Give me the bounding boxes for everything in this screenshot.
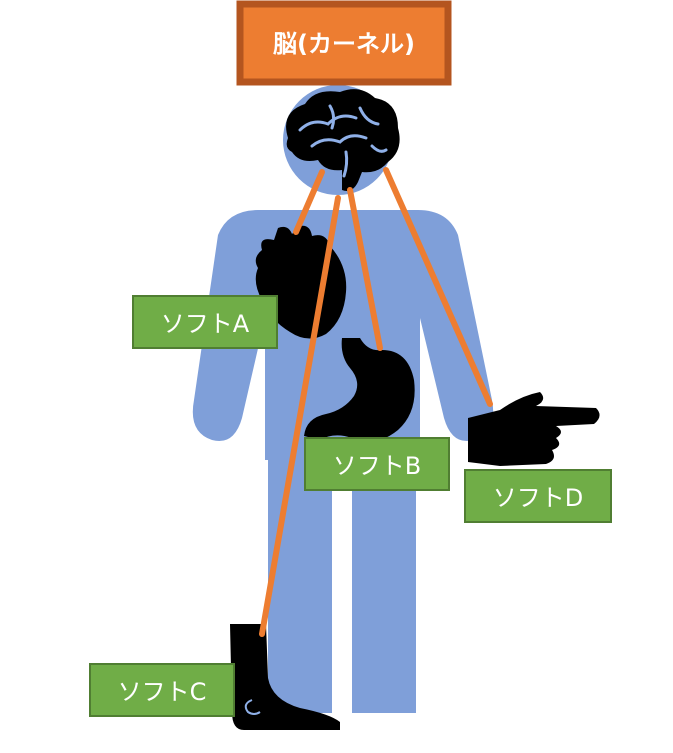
module-label-text-b: ソフトB	[333, 452, 421, 480]
kernel-label-text: 脳(カーネル)	[273, 30, 415, 58]
hand-icon	[468, 392, 600, 466]
foot-icon	[230, 624, 340, 730]
module-label-text-d: ソフトD	[493, 484, 583, 512]
module-label-c: ソフトC	[89, 663, 235, 717]
kernel-label: 脳(カーネル)	[236, 0, 452, 86]
left-leg-shape	[268, 455, 332, 713]
module-label-text-c: ソフトC	[118, 678, 207, 706]
module-label-text-a: ソフトA	[161, 310, 250, 338]
module-box-d	[464, 469, 612, 523]
right-leg-shape	[352, 455, 416, 713]
module-label-a: ソフトA	[132, 295, 278, 349]
module-label-d: ソフトD	[464, 469, 612, 523]
module-box-b	[304, 437, 450, 491]
brain-icon	[286, 89, 400, 191]
module-box-c	[89, 663, 235, 717]
connector-stomach	[347, 187, 383, 351]
organs	[230, 89, 600, 730]
stomach-icon	[304, 338, 415, 442]
connector-heart	[293, 169, 325, 235]
module-label-b: ソフトB	[304, 437, 450, 491]
heart-icon	[255, 225, 347, 339]
connector-foot	[259, 195, 341, 637]
connectors	[259, 167, 493, 637]
connector-hand	[383, 167, 493, 407]
kernel-label-box	[236, 0, 452, 86]
module-box-a	[132, 295, 278, 349]
